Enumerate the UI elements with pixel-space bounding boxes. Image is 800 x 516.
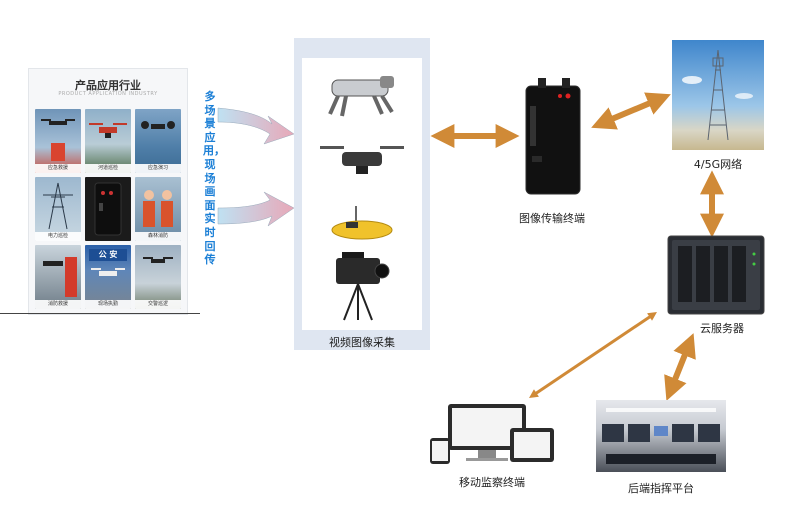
- drone-icon: [89, 123, 127, 138]
- industry-tile: 河道巡检: [85, 109, 131, 173]
- mobile-label: 移动监察终端: [459, 476, 525, 489]
- tile-caption: 河道巡检: [85, 164, 131, 173]
- industry-tile: 应急演习: [135, 109, 181, 173]
- industry-tile: 应急救援: [35, 109, 81, 173]
- industry-panel: 产品应用行业 PRODUCT APPLICATION INDUSTRY 应急救援…: [28, 68, 188, 315]
- arrow-server-mobile: [529, 311, 657, 399]
- video-camera-icon: [336, 252, 390, 321]
- flow-arrows: [217, 107, 295, 227]
- industry-tile: 交警巡逻: [135, 245, 181, 309]
- arrow-terminal-network: [591, 92, 671, 130]
- drone-icon: [320, 146, 404, 174]
- command-label: 后端指挥平台: [628, 482, 694, 495]
- robot-dog-icon: [328, 76, 394, 117]
- drone-icon: [143, 257, 173, 263]
- network-label: 4/5G网络: [693, 158, 743, 171]
- capture-inner: [302, 58, 422, 330]
- tile-caption: 应急演习: [135, 164, 181, 173]
- tile-caption: 消防救援: [35, 300, 81, 309]
- terminal-label: 图像传输终端: [519, 212, 585, 225]
- tile-caption: 现场执勤: [85, 300, 131, 309]
- tile-caption: 应急救援: [35, 164, 81, 173]
- survey-boat-icon: [331, 206, 393, 240]
- drone-icon: [91, 268, 125, 276]
- cell-tower-icon: [682, 49, 753, 141]
- industry-subtitle: PRODUCT APPLICATION INDUSTRY: [58, 91, 158, 97]
- drone-icon: [43, 257, 77, 297]
- firefighter-icon: [143, 190, 173, 227]
- industry-tile: 电力巡检: [35, 177, 81, 241]
- capture-devices: [320, 76, 404, 321]
- curved-arrow-bottom: [217, 191, 295, 227]
- industry-tile: 消防救援: [35, 245, 81, 309]
- capture-label: 视频图像采集: [329, 336, 395, 349]
- tile-caption: 电力巡检: [35, 232, 81, 241]
- command-room-icon: [602, 408, 720, 464]
- arrow-server-command: [664, 333, 696, 401]
- industry-tile: 公 安 现场执勤: [85, 245, 131, 309]
- network-photo: [672, 40, 764, 150]
- drone-icon: [141, 121, 175, 129]
- power-tower-icon: [43, 182, 73, 230]
- mobile-terminal-icon: [430, 404, 554, 464]
- tile-caption: 交警巡逻: [135, 300, 181, 309]
- curved-arrow-top: [217, 107, 295, 145]
- transmission-terminal-icon: [525, 78, 581, 195]
- police-sign: 公 安: [89, 249, 127, 261]
- tile-caption: 森林消防: [135, 232, 181, 241]
- scene-text: 多场景应用，现场画面实时回传: [203, 90, 225, 267]
- industry-tile: 森林消防: [135, 177, 181, 241]
- cloud-server-icon: [667, 235, 765, 315]
- terminal-device-icon: [94, 182, 122, 236]
- drone-icon: [41, 119, 75, 161]
- industry-tile: [85, 177, 131, 241]
- industry-title: 产品应用行业: [75, 79, 141, 92]
- server-label: 云服务器: [700, 322, 744, 335]
- panel-baseline: [0, 313, 200, 314]
- command-room-photo: [596, 400, 726, 472]
